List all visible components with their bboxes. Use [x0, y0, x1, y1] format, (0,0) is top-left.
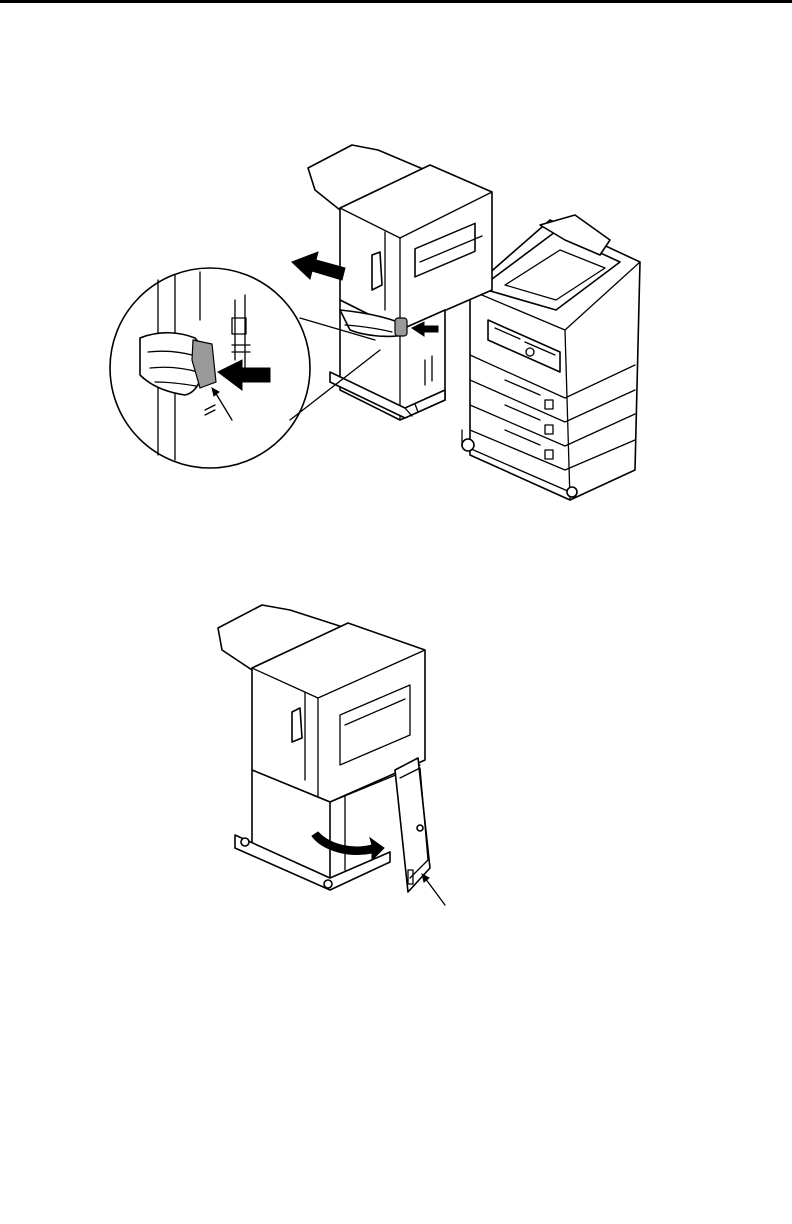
figure-finisher-release: [110, 145, 640, 500]
pull-finisher-left-arrow: [292, 252, 345, 280]
front-door-pointer: [425, 878, 445, 905]
figure-finisher-open-door: [218, 605, 445, 905]
finisher-illustration: [308, 145, 492, 420]
